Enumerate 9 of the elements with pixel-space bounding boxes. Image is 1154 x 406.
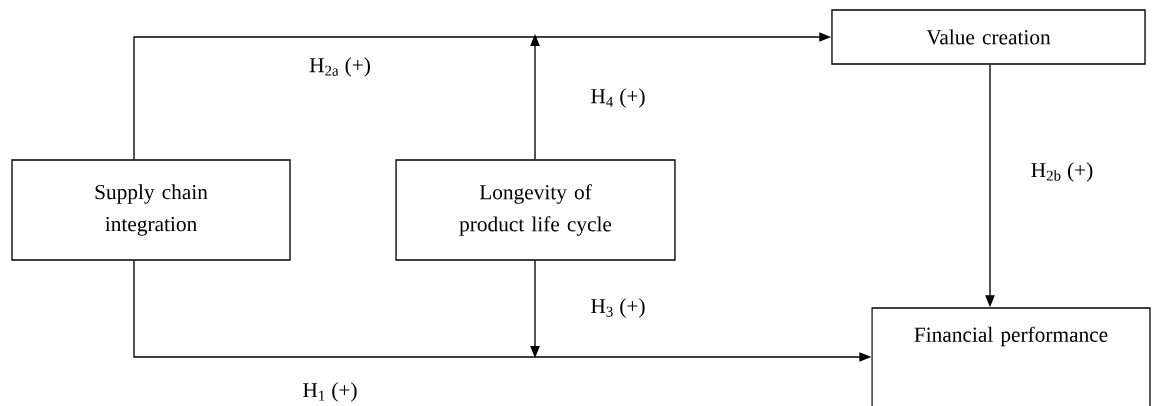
process-box: Supply chain integration [11,159,291,261]
edge-label: H$_{3}$ (+) [589,297,647,319]
edge-label: H$_{4}$ (+) [589,87,647,109]
edge-label: H$_{1}$ (+) [301,381,359,403]
edge-label: H$_{2a}$ (+) [307,56,373,78]
edge-label: H$_{2b}$ (+) [1029,161,1095,183]
process-box: Financial performance [871,307,1151,406]
process-box: Value creation [831,9,1146,65]
process-box: Longevity of product life cycle [395,159,676,261]
